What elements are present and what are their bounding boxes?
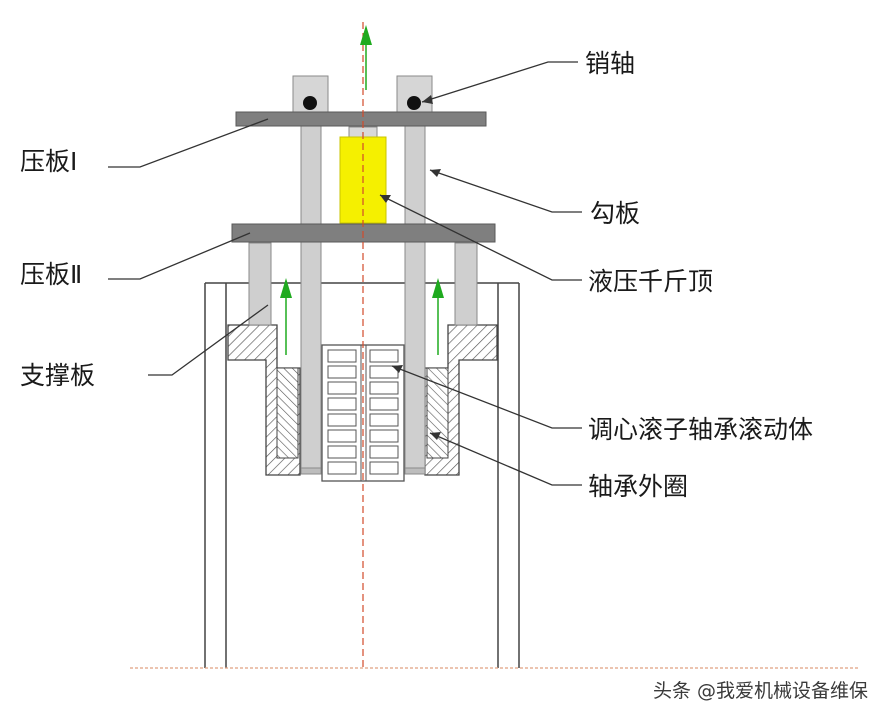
support-plates xyxy=(248,242,478,326)
hook-plates xyxy=(300,117,426,475)
hydraulic-jack xyxy=(339,126,387,224)
label-support-plate: 支撑板 xyxy=(20,361,95,390)
label-rolling-elements: 调心滚子轴承滚动体 xyxy=(588,415,813,444)
label-press-plate-2: 压板Ⅱ xyxy=(20,260,82,289)
label-hydraulic-jack: 液压千斤顶 xyxy=(588,267,713,296)
label-outer-ring: 轴承外圈 xyxy=(588,472,688,501)
leader-lines xyxy=(108,61,582,486)
watermark: 头条 @我爱机械设备维保 xyxy=(653,680,868,702)
outer-ring-left xyxy=(227,324,301,476)
pin-shaft-icon xyxy=(303,96,421,110)
label-pin-shaft: 销轴 xyxy=(585,49,635,78)
leader-arrowheads xyxy=(380,95,441,440)
press-plate-1 xyxy=(235,111,487,127)
label-press-plate-1: 压板Ⅰ xyxy=(20,147,77,176)
outer-ring-right xyxy=(424,324,498,476)
label-hook-plate: 勾板 xyxy=(590,199,640,228)
rolling-elements xyxy=(321,344,405,482)
arrow-up-icon xyxy=(280,25,444,355)
